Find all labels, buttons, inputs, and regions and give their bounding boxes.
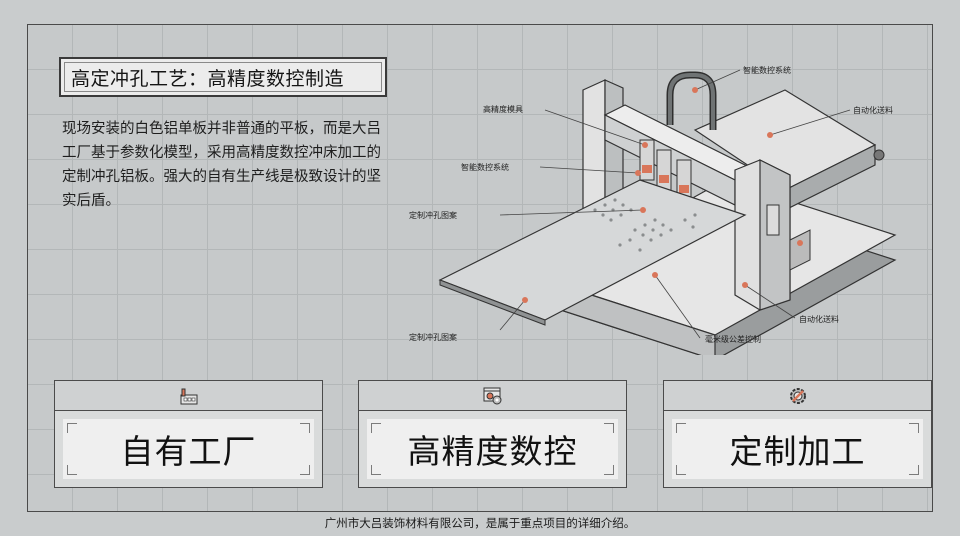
card-body: 自有工厂 [63,419,314,479]
page-title: 高定冲孔工艺：高精度数控制造 [71,67,345,90]
callout-auto-feed-bottom: 自动化送料 [799,314,839,324]
callout-custom-pattern-top: 定制冲孔图案 [409,210,457,220]
callout-smart-system-top: 智能数控系统 [743,65,791,75]
card-header [359,381,626,411]
card-label: 自有工厂 [120,432,257,471]
callout-custom-pattern-bottom: 定制冲孔图案 [409,332,457,342]
card-header [55,381,322,411]
footer-caption: 广州市大吕装饰材料有限公司，是属于重点项目的详细介绍。 [324,516,636,530]
description-text: 现场安装的白色铝单板并非普通的平板，而是大吕工厂基于参数化模型，采用高精度数控冲… [62,121,381,209]
factory-icon [180,388,197,405]
feature-card-precision-cnc: 高精度数控 [358,380,627,488]
callout-precision-mold: 高精度模具 [483,104,523,114]
callout-auto-feed-top: 自动化送料 [853,105,893,115]
feature-card-custom-processing: 定制加工 [663,380,932,488]
callout-smart-system-left: 智能数控系统 [461,162,509,172]
card-label: 高精度数控 [407,432,578,471]
card-label: 定制加工 [729,432,866,471]
wrench-gear-icon [789,388,806,404]
title-box: 高定冲孔工艺：高精度数控制造 [59,57,387,97]
card-header [664,381,931,411]
card-body: 高精度数控 [367,419,618,479]
cnc-screen-gear-icon [483,387,501,405]
callout-tolerance-control: 毫米级公差控制 [705,334,761,344]
cnc-machine-illustration: 智能数控系统 高精度模具 自动化送料 智能数控系统 定制冲孔图案 定制冲孔图案 … [409,65,897,355]
card-body: 定制加工 [672,419,923,479]
feature-card-own-factory: 自有工厂 [54,380,323,488]
